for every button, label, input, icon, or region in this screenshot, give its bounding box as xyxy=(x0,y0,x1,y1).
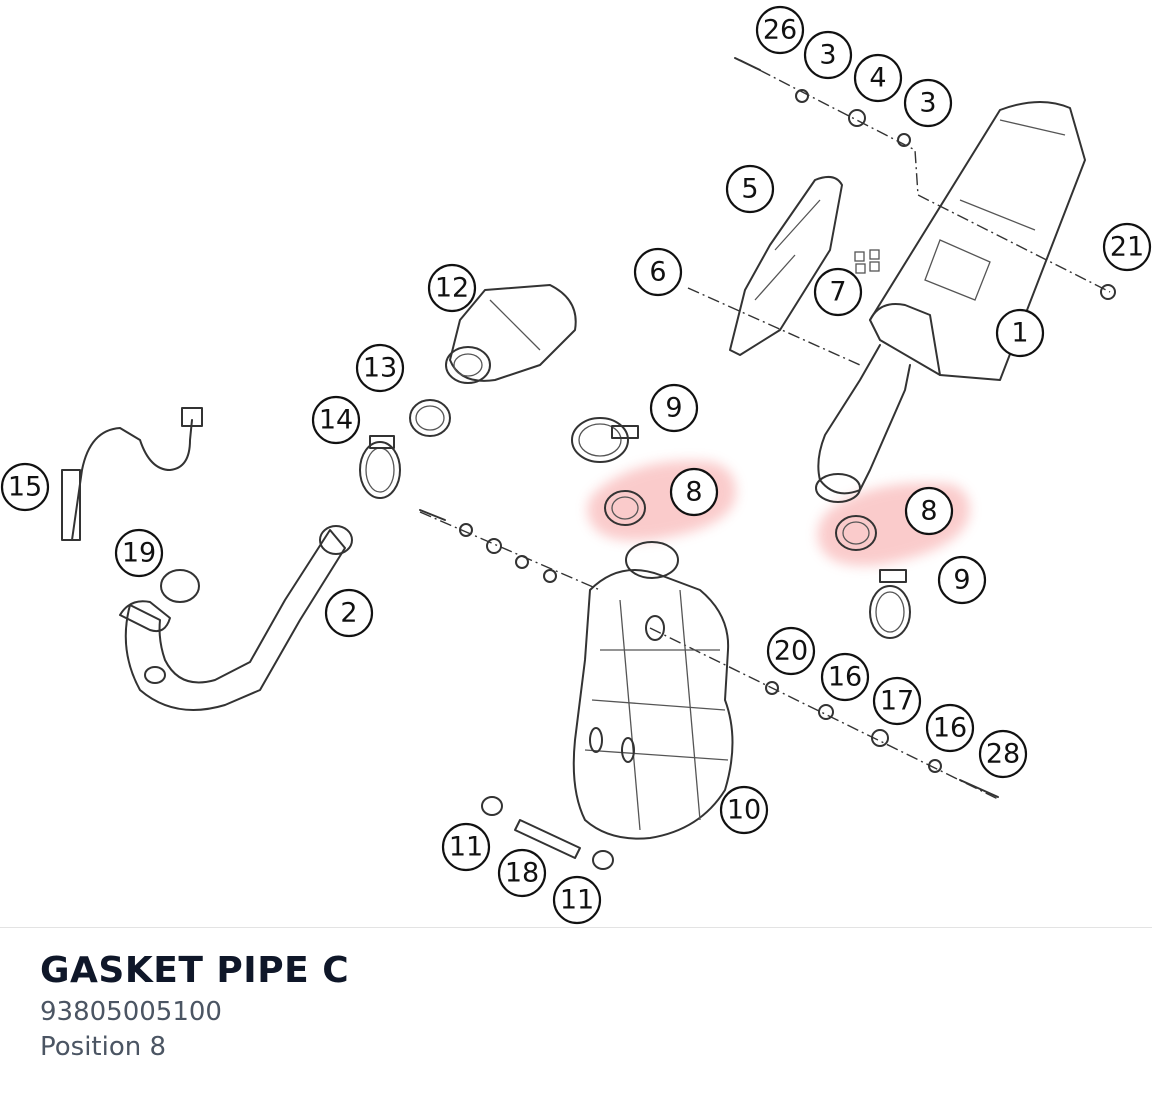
part-position: Position 8 xyxy=(40,1032,167,1062)
clamp-part-9-lower xyxy=(869,569,911,639)
callout-26: 26 xyxy=(755,5,805,55)
callout-4: 4 xyxy=(853,53,903,103)
svg-text:21: 21 xyxy=(1110,232,1144,263)
svg-text:28: 28 xyxy=(986,739,1020,770)
bolt-washer-set-top xyxy=(734,57,1116,300)
callout-20: 20 xyxy=(766,626,816,676)
exploded-parts-diagram: 26 3 4 3 5 21 6 7 12 1 13 9 14 8 8 15 19… xyxy=(0,5,1152,925)
callout-7: 7 xyxy=(813,267,863,317)
callout-12: 12 xyxy=(427,263,477,313)
svg-text:17: 17 xyxy=(880,686,914,717)
svg-text:15: 15 xyxy=(8,472,42,503)
callout-8-right: 8 xyxy=(904,486,954,536)
header-pipe-part-2 xyxy=(119,525,353,711)
callout-11-right: 11 xyxy=(552,875,602,925)
lambda-sensor-part-15 xyxy=(61,407,203,541)
callout-19: 19 xyxy=(114,528,164,578)
svg-text:3: 3 xyxy=(919,88,936,119)
svg-text:19: 19 xyxy=(122,538,156,569)
callout-9-upper: 9 xyxy=(649,383,699,433)
o-ring-part-19 xyxy=(160,569,200,603)
part-title: GASKET PIPE C xyxy=(40,950,350,991)
svg-text:13: 13 xyxy=(363,353,397,384)
callout-6: 6 xyxy=(633,247,683,297)
svg-text:26: 26 xyxy=(763,15,797,46)
clamp-part-14 xyxy=(359,435,401,499)
callout-9-lower: 9 xyxy=(937,555,987,605)
silencer-body-part-10 xyxy=(572,541,734,840)
svg-text:10: 10 xyxy=(727,795,761,826)
callout-3-upper-left: 3 xyxy=(803,30,853,80)
callout-28: 28 xyxy=(978,729,1028,779)
callout-16-lower: 16 xyxy=(925,703,975,753)
clamp-part-9-upper xyxy=(571,417,639,463)
svg-text:18: 18 xyxy=(505,858,539,889)
svg-text:20: 20 xyxy=(774,636,808,667)
divider xyxy=(0,927,1152,928)
callout-10: 10 xyxy=(719,785,769,835)
callout-2: 2 xyxy=(324,588,374,638)
callout-5: 5 xyxy=(725,164,775,214)
assembly-axes xyxy=(419,59,1111,801)
svg-text:11: 11 xyxy=(560,885,594,916)
heat-shield-part-5 xyxy=(729,175,843,356)
svg-text:16: 16 xyxy=(828,662,862,693)
gasket-ring-part-13 xyxy=(409,399,451,437)
catalytic-converter-part-12 xyxy=(445,284,577,384)
svg-text:8: 8 xyxy=(685,477,702,508)
svg-text:1: 1 xyxy=(1011,318,1028,349)
gasket-ring-part-8-right xyxy=(835,515,877,551)
svg-text:7: 7 xyxy=(829,277,846,308)
svg-text:16: 16 xyxy=(933,713,967,744)
clip-part-7 xyxy=(854,249,880,274)
svg-text:4: 4 xyxy=(869,63,886,94)
svg-text:3: 3 xyxy=(819,40,836,71)
svg-text:8: 8 xyxy=(920,496,937,527)
callout-21: 21 xyxy=(1102,222,1152,272)
callout-16-upper: 16 xyxy=(820,652,870,702)
callout-8-left: 8 xyxy=(669,467,719,517)
spacer-bushings-part-11-18 xyxy=(481,796,614,870)
callout-15: 15 xyxy=(0,462,50,512)
part-number: 93805005100 xyxy=(40,997,222,1027)
svg-text:5: 5 xyxy=(741,174,758,205)
callout-3-upper-right: 3 xyxy=(903,78,953,128)
callout-13: 13 xyxy=(355,343,405,393)
callout-17: 17 xyxy=(872,676,922,726)
svg-text:14: 14 xyxy=(319,405,353,436)
svg-text:11: 11 xyxy=(449,832,483,863)
callout-11-left: 11 xyxy=(441,822,491,872)
callout-18: 18 xyxy=(497,848,547,898)
svg-text:6: 6 xyxy=(649,257,666,288)
callout-1: 1 xyxy=(995,308,1045,358)
callout-14: 14 xyxy=(311,395,361,445)
svg-text:9: 9 xyxy=(953,565,970,596)
gasket-ring-part-8-left xyxy=(604,490,646,526)
svg-text:2: 2 xyxy=(340,598,357,629)
muffler-part-1 xyxy=(815,100,1086,503)
svg-text:12: 12 xyxy=(435,273,469,304)
bolt-washer-set-left xyxy=(419,509,557,583)
svg-text:9: 9 xyxy=(665,393,682,424)
washer-set-right xyxy=(765,681,999,798)
